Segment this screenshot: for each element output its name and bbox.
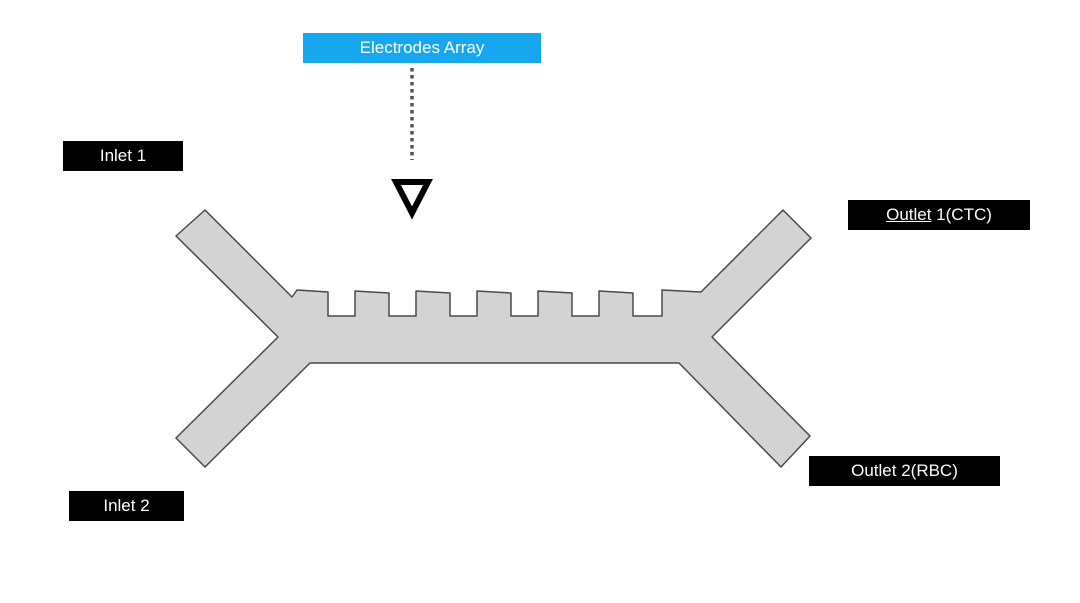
outlet-1-label: Outlet 1(CTC) bbox=[848, 200, 1030, 230]
inlet-1-label: Inlet 1 bbox=[63, 141, 183, 171]
outlet-1-label-underlined: Outlet bbox=[886, 205, 932, 224]
down-triangle-pointer-icon bbox=[391, 179, 433, 220]
inlet-2-label: Inlet 2 bbox=[69, 491, 184, 521]
electrodes-array-label: Electrodes Array bbox=[303, 33, 541, 63]
outlet-1-label-suffix: 1(CTC) bbox=[931, 205, 992, 224]
microfluidic-channel bbox=[175, 209, 812, 468]
outlet-2-label: Outlet 2(RBC) bbox=[809, 456, 1000, 486]
